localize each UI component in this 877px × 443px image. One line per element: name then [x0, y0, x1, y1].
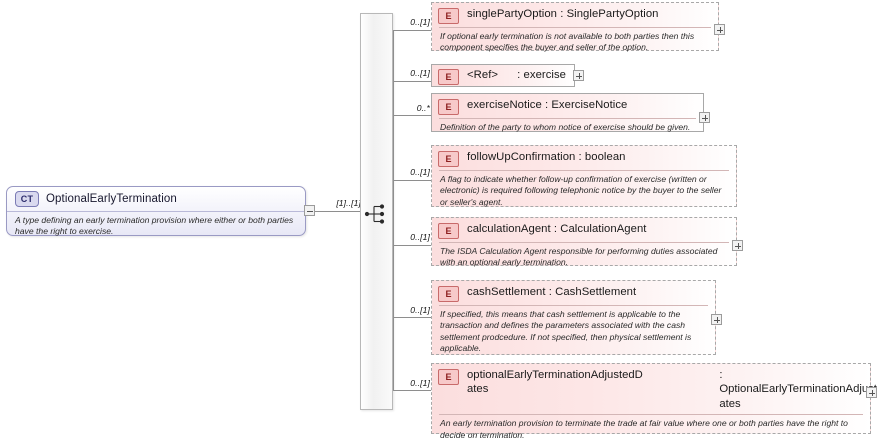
element-name: exerciseNotice : ExerciseNotice [467, 99, 628, 111]
cardinality-root: [1]..[1] [336, 198, 361, 208]
element-node-singlepartyoption[interactable]: E singlePartyOption : SinglePartyOption … [431, 2, 719, 52]
expand-toggle-exercisenotice[interactable] [699, 112, 710, 123]
connector-root-to-sequence [315, 211, 360, 212]
sequence-compositor-node[interactable] [360, 13, 393, 410]
element-name-line-2: ates [467, 383, 489, 396]
element-node-exercisenotice[interactable]: E exerciseNotice : ExerciseNotice Defini… [431, 93, 704, 132]
element-badge-icon: E [438, 286, 459, 302]
complex-type-badge-icon: CT [15, 191, 39, 207]
complex-type-node-optionalearlytermination[interactable]: CT OptionalEarlyTermination A type defin… [6, 186, 306, 236]
element-name: calculationAgent : CalculationAgent [467, 223, 647, 235]
element-name-wrapped: optionalEarlyTerminationAdjustedD ates :… [467, 368, 877, 411]
element-name: followUpConfirmation : boolean [467, 151, 626, 163]
element-node-cashsettlement[interactable]: E cashSettlement : CashSettlement If spe… [431, 280, 716, 355]
element-header: E cashSettlement : CashSettlement [432, 281, 715, 305]
element-annotation: If optional early termination is not ava… [440, 31, 695, 53]
complex-type-annotation: A type defining an early termination pro… [15, 215, 294, 237]
sequence-icon [364, 204, 385, 224]
element-name: <Ref> : exercise [467, 69, 566, 81]
connector-to-row-5 [393, 245, 433, 246]
complex-type-header: CT OptionalEarlyTermination [7, 187, 305, 212]
element-node-calculationagent[interactable]: E calculationAgent : CalculationAgent Th… [431, 217, 737, 267]
element-separator [439, 170, 729, 171]
element-annotation: A flag to indicate whether follow-up con… [440, 174, 722, 207]
element-badge-icon: E [438, 69, 459, 85]
connector-to-row-4 [393, 180, 433, 181]
element-separator [439, 118, 696, 119]
element-badge-icon: E [438, 151, 459, 167]
connector-to-row-2 [393, 81, 433, 82]
connector-to-row-7 [393, 390, 433, 391]
cardinality-row-3: 0..* [416, 103, 430, 113]
element-annotation: If specified, this means that cash settl… [440, 309, 692, 354]
element-node-followupconfirmation[interactable]: E followUpConfirmation : boolean A flag … [431, 145, 737, 207]
element-badge-icon: E [438, 8, 459, 24]
element-type-column: : OptionalEarlyTerminationAdjustedD ates [719, 368, 877, 411]
expand-toggle-singlepartyoption[interactable] [714, 24, 725, 35]
element-type-line-1: : OptionalEarlyTerminationAdjustedD [719, 369, 877, 396]
collapse-toggle-root[interactable] [304, 205, 315, 216]
connector-to-row-6 [393, 317, 433, 318]
element-separator [439, 242, 729, 243]
expand-toggle-ref-exercise[interactable] [573, 70, 584, 81]
element-name: cashSettlement : CashSettlement [467, 286, 637, 298]
element-separator [439, 414, 863, 416]
cardinality-row-6: 0..[1] [410, 305, 430, 315]
expand-toggle-cashsettlement[interactable] [711, 314, 722, 325]
element-name: singlePartyOption : SinglePartyOption [467, 8, 659, 20]
element-separator [439, 305, 708, 306]
element-header: E <Ref> : exercise [432, 65, 574, 88]
expand-toggle-calculationagent[interactable] [732, 240, 743, 251]
element-badge-icon: E [438, 369, 459, 385]
element-name-column: optionalEarlyTerminationAdjustedD ates [467, 368, 719, 411]
element-separator [439, 27, 711, 28]
element-header: E calculationAgent : CalculationAgent [432, 218, 736, 242]
connector-to-row-3 [393, 115, 433, 116]
cardinality-row-1: 0..[1] [410, 17, 430, 27]
cardinality-row-5: 0..[1] [410, 232, 430, 242]
element-annotation: The ISDA Calculation Agent responsible f… [440, 246, 718, 268]
element-header: E exerciseNotice : ExerciseNotice [432, 94, 703, 118]
complex-type-title: OptionalEarlyTermination [46, 193, 177, 205]
element-badge-icon: E [438, 223, 459, 239]
element-header: E singlePartyOption : SinglePartyOption [432, 3, 718, 27]
element-badge-icon: E [438, 99, 459, 115]
cardinality-row-7: 0..[1] [410, 378, 430, 388]
element-annotation: An early termination provision to termin… [440, 418, 848, 440]
cardinality-row-2: 0..[1] [410, 68, 430, 78]
cardinality-row-4: 0..[1] [410, 167, 430, 177]
connector-to-row-1 [393, 30, 433, 31]
element-annotation: Definition of the party to whom notice o… [440, 122, 691, 132]
element-type-line-2: ates [719, 397, 741, 410]
element-node-optionalearlyterminationadjusteddates[interactable]: E optionalEarlyTerminationAdjustedD ates… [431, 363, 877, 440]
expand-toggle-optionalearlyterminationadjusteddates[interactable] [866, 387, 877, 398]
element-name-line-1: optionalEarlyTerminationAdjustedD [467, 369, 643, 381]
element-header: E followUpConfirmation : boolean [432, 146, 736, 170]
element-node-ref-exercise[interactable]: E <Ref> : exercise [431, 64, 575, 87]
connector-rail-vertical [393, 30, 394, 390]
element-header: E optionalEarlyTerminationAdjustedD ates… [432, 364, 877, 414]
